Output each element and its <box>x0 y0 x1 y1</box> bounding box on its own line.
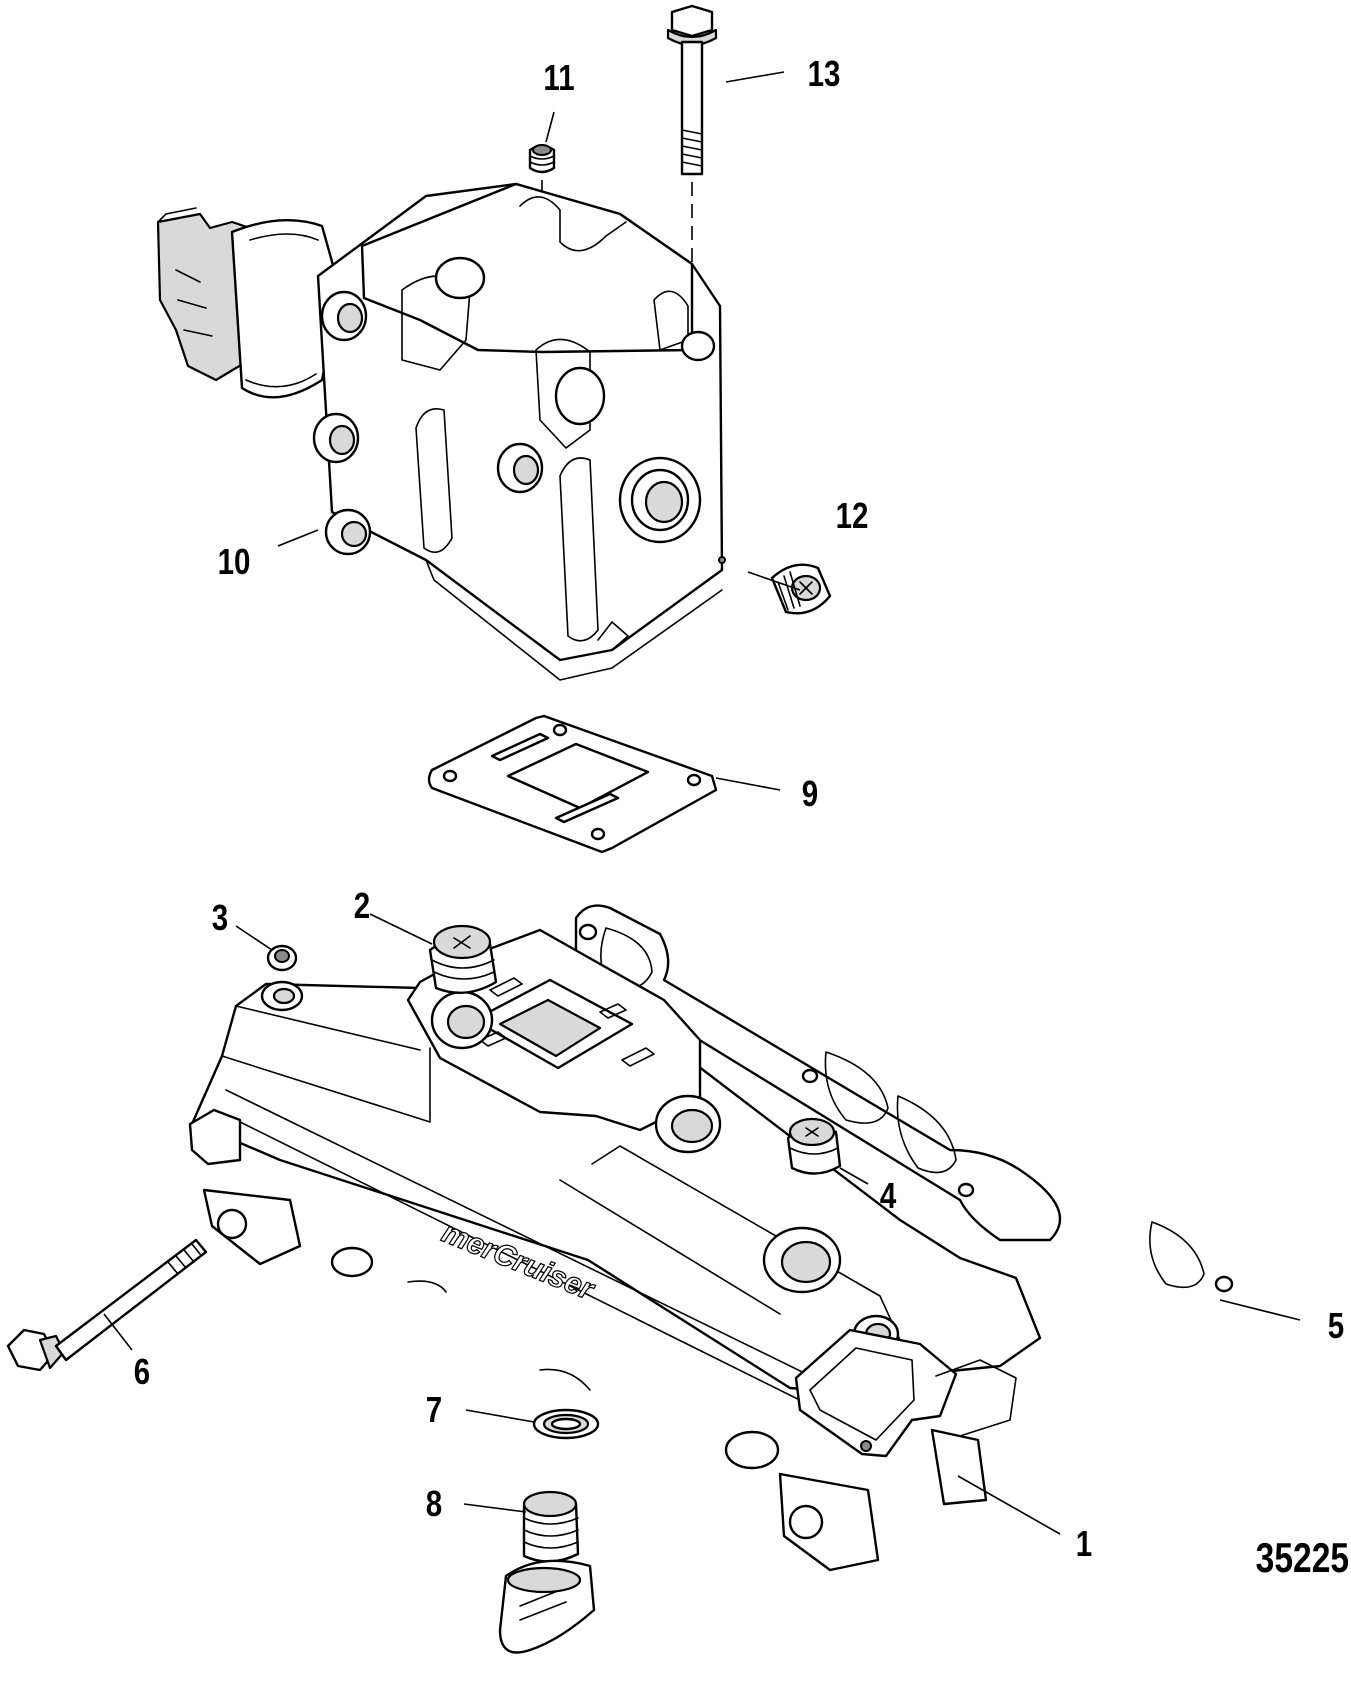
callout-11: 11 <box>543 57 574 97</box>
callout-10: 10 <box>218 541 251 581</box>
part-11-plug[interactable] <box>528 144 556 174</box>
callout-1: 1 <box>1076 1523 1092 1563</box>
callout-13: 13 <box>808 53 841 93</box>
part-7-washer[interactable] <box>532 1408 600 1440</box>
callout-labels: 13 11 10 12 9 2 3 4 5 6 7 8 1 <box>134 53 1344 1563</box>
part-13-bolt[interactable] <box>666 4 718 176</box>
callout-9: 9 <box>802 773 818 813</box>
part-6-mounting-bolt[interactable] <box>6 1238 208 1372</box>
part-3-small-plug[interactable] <box>266 944 298 972</box>
callout-8: 8 <box>426 1483 442 1523</box>
leader-lines <box>103 71 1301 1535</box>
part-12-pipe-plug[interactable] <box>770 563 832 615</box>
part-8-drain-plug[interactable] <box>498 1490 596 1654</box>
part-9-elbow-gasket[interactable] <box>427 714 718 854</box>
part-2-pipe-plug[interactable] <box>428 924 498 994</box>
part-10-exhaust-elbow[interactable] <box>156 182 726 681</box>
callout-7: 7 <box>426 1389 442 1429</box>
callout-5: 5 <box>1328 1305 1344 1345</box>
callout-6: 6 <box>134 1351 150 1391</box>
figure-number: 35225 <box>1256 1536 1349 1582</box>
callout-4: 4 <box>880 1175 897 1215</box>
callout-2: 2 <box>354 885 370 925</box>
callout-3: 3 <box>212 897 228 937</box>
callout-12: 12 <box>836 495 869 535</box>
part-1-exhaust-manifold[interactable]: merCruiser <box>188 928 1042 1572</box>
part-4-pipe-plug[interactable] <box>786 1117 842 1175</box>
